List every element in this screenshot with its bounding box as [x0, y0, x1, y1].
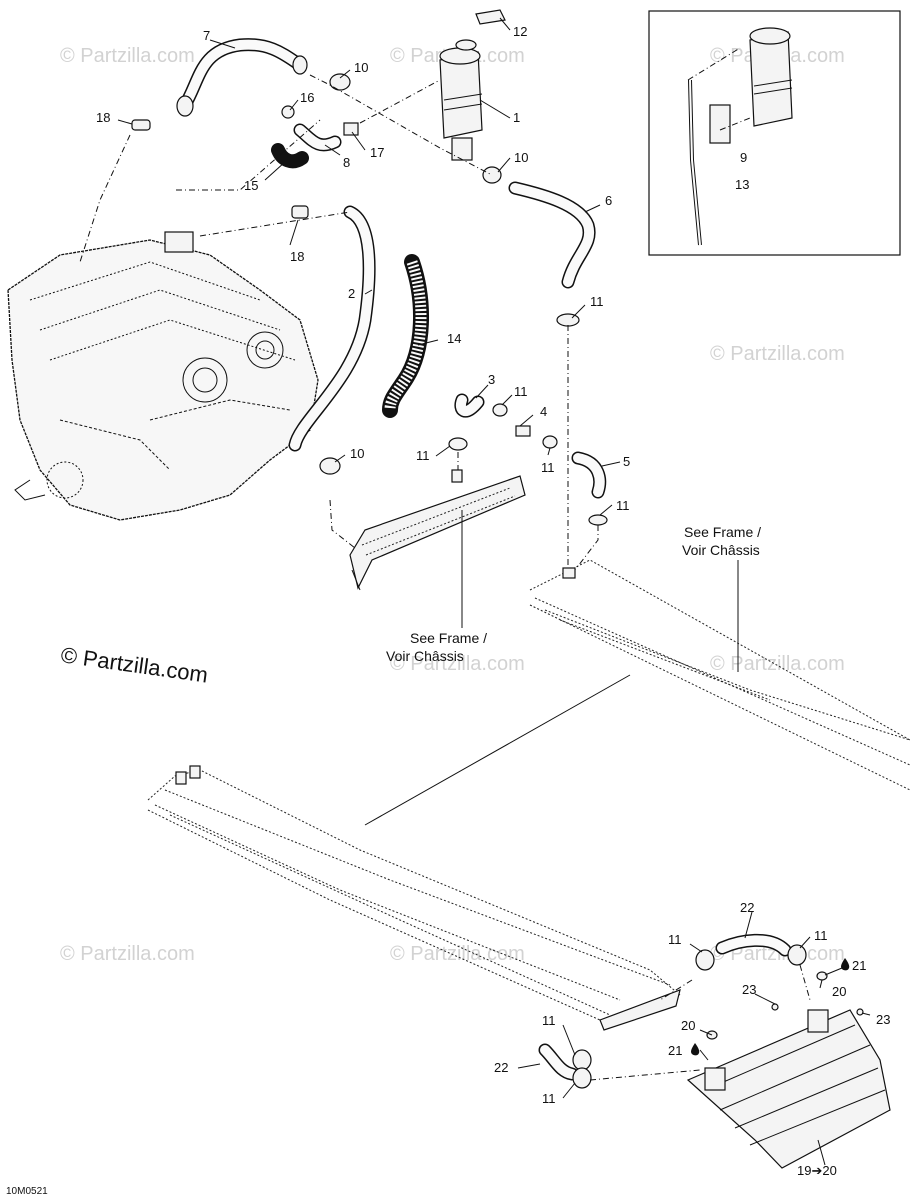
- callout-1: 1: [513, 110, 520, 125]
- callout-11: 11: [514, 384, 528, 399]
- watermark: © Partzilla.com: [60, 943, 195, 965]
- callout-21: 21: [852, 958, 866, 973]
- callout-13: 13: [735, 177, 749, 192]
- callout-5: 5: [623, 454, 630, 469]
- callout-23: 23: [742, 982, 756, 997]
- callout-20: 20: [832, 984, 846, 999]
- callout-11: 11: [814, 928, 828, 943]
- heat-exchanger-front: [349, 469, 526, 591]
- clamps: [131, 55, 864, 1089]
- callout-11: 11: [668, 932, 682, 947]
- watermark: © Partzilla.com: [390, 943, 525, 965]
- callout-10: 10: [350, 446, 364, 461]
- callout-23: 23: [876, 1012, 890, 1027]
- inset-tank: [688, 27, 793, 246]
- hose-14: [382, 254, 429, 418]
- callout-17: 17: [370, 145, 384, 160]
- note-line: See Frame /: [410, 630, 487, 646]
- inset-box: [648, 10, 901, 256]
- callout-19-20: 19➔20: [797, 1163, 837, 1178]
- callout-18: 18: [290, 249, 304, 264]
- oil-drop-icon: [841, 958, 850, 971]
- callout-3: 3: [488, 372, 495, 387]
- callout-4: 4: [540, 404, 547, 419]
- hoses: [178, 38, 792, 1081]
- callout-9: 9: [740, 150, 747, 165]
- callout-12: 12: [513, 24, 527, 39]
- watermark: © Partzilla.com: [390, 653, 525, 675]
- watermark: © Partzilla.com: [710, 653, 845, 675]
- callout-11: 11: [590, 294, 604, 309]
- coolant-tank: [439, 39, 483, 161]
- callouts: 7 12 10 1 18 16 10 8 17 15 6 18 2 14 11 …: [96, 24, 890, 1178]
- callout-6: 6: [605, 193, 612, 208]
- callout-11: 11: [416, 448, 430, 463]
- copyright-text: © Partzilla.com: [59, 642, 209, 687]
- callout-11: 11: [542, 1013, 556, 1028]
- frame-rail-upper: [529, 559, 911, 791]
- watermark: © Partzilla.com: [710, 343, 845, 365]
- callout-16: 16: [300, 90, 314, 105]
- note-line: Voir Châssis: [386, 648, 464, 664]
- see-frame-note-upper: See Frame / Voir Châssis: [682, 524, 761, 558]
- callout-10: 10: [354, 60, 368, 75]
- callout-20: 20: [681, 1018, 695, 1033]
- callout-14: 14: [447, 331, 461, 346]
- callout-11: 11: [542, 1091, 556, 1106]
- callout-18: 18: [96, 110, 110, 125]
- callout-2: 2: [348, 286, 355, 301]
- connector-lines: [79, 47, 811, 1081]
- watermark: © Partzilla.com: [60, 45, 195, 67]
- callout-22: 22: [740, 900, 754, 915]
- see-frame-note-lower: See Frame / Voir Châssis: [386, 630, 487, 664]
- callout-7: 7: [203, 28, 210, 43]
- hose-15: [271, 143, 309, 169]
- callout-15: 15: [244, 178, 258, 193]
- callout-22: 22: [494, 1060, 508, 1075]
- diagram-code: 10M0521: [6, 1186, 48, 1197]
- callout-11: 11: [541, 460, 555, 475]
- callout-10: 10: [514, 150, 528, 165]
- note-line: Voir Châssis: [682, 542, 760, 558]
- note-line: See Frame /: [684, 524, 761, 540]
- callout-11: 11: [616, 498, 630, 513]
- watermark: © Partzilla.com: [710, 943, 845, 965]
- leader-lines: [117, 17, 871, 1166]
- frame-rail-lower: [147, 765, 681, 1031]
- engine: [7, 231, 319, 521]
- cap-12: [475, 9, 506, 25]
- callout-21: 21: [668, 1043, 682, 1058]
- heat-exchanger-rear: [686, 1009, 891, 1169]
- callout-8: 8: [343, 155, 350, 170]
- pad-9: [709, 104, 731, 144]
- oil-drop-icon: [691, 1043, 700, 1056]
